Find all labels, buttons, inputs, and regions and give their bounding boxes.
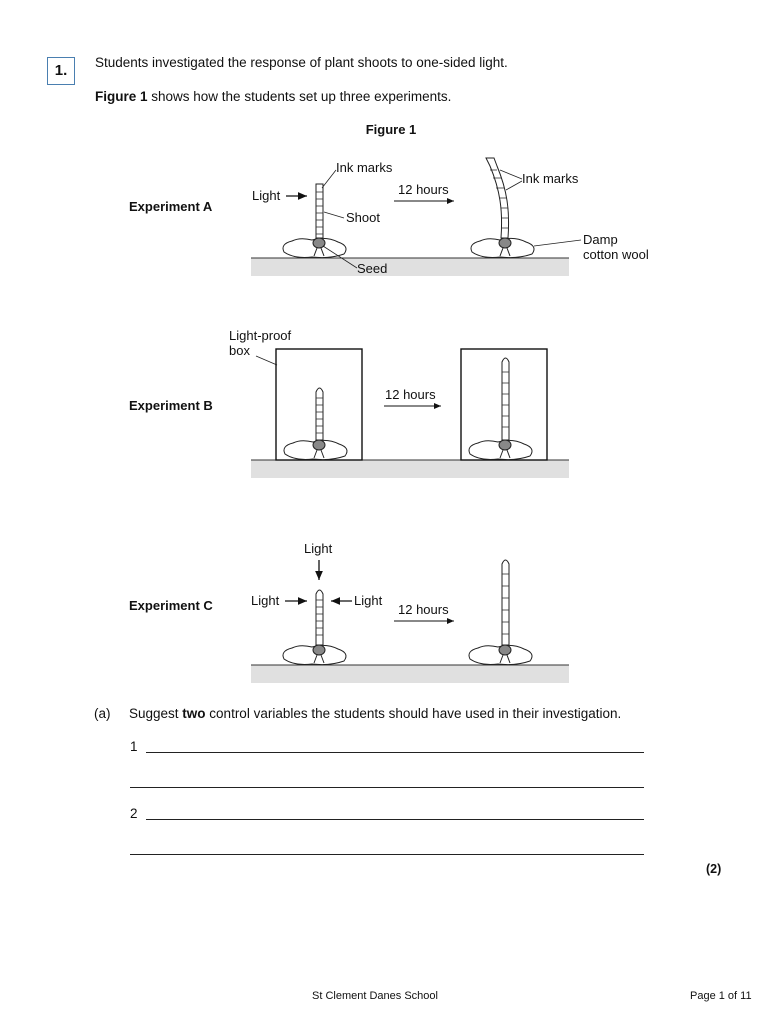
light-left-label: Light bbox=[251, 593, 280, 608]
light-proof-box-after bbox=[460, 348, 548, 461]
hours-label-a: 12 hours bbox=[398, 182, 449, 197]
bench-a bbox=[251, 258, 569, 276]
figure-title: Figure 1 bbox=[366, 122, 417, 137]
experiment-a: Experiment A Light Ink marks Shoot Seed … bbox=[129, 157, 649, 276]
footer-school: St Clement Danes School bbox=[312, 990, 438, 1002]
bench-c bbox=[251, 665, 569, 683]
seedling-a-after bbox=[470, 157, 535, 259]
figure-reference: Figure 1 shows how the students set up t… bbox=[95, 89, 451, 104]
experiment-b: Experiment B Light-proof box 12 hours bbox=[129, 328, 569, 478]
answer-line-2a[interactable] bbox=[146, 819, 644, 820]
damp-label: Damp bbox=[583, 232, 618, 247]
part-a-text-after: control variables the students should ha… bbox=[205, 706, 622, 721]
answer-line-1a[interactable] bbox=[146, 752, 644, 753]
answer-number-2: 2 bbox=[130, 806, 138, 821]
light-proof-box-before bbox=[275, 348, 363, 461]
cotton-wool-label: cotton wool bbox=[583, 247, 649, 262]
part-a-text-before: Suggest bbox=[129, 706, 183, 721]
ink-marks-label-right: Ink marks bbox=[522, 171, 579, 186]
question-number: 1. bbox=[47, 57, 75, 85]
bench-b bbox=[251, 460, 569, 478]
figure-1: Figure 1 Experiment A Light Ink marks Sh… bbox=[129, 122, 649, 683]
figure-reference-bold: Figure 1 bbox=[95, 89, 148, 104]
part-a-text-bold: two bbox=[182, 706, 206, 721]
ink-marks-label-left: Ink marks bbox=[336, 160, 393, 175]
experiment-c-label: Experiment C bbox=[129, 598, 213, 613]
answer-line-1b[interactable] bbox=[130, 787, 644, 788]
seedling-c-after bbox=[468, 559, 533, 666]
seed-label: Seed bbox=[357, 261, 387, 276]
footer-page-number: Page 1 of 11 bbox=[690, 990, 752, 1002]
answer-line-2b[interactable] bbox=[130, 854, 644, 855]
light-right-label: Light bbox=[354, 593, 383, 608]
seedling-c-before bbox=[282, 589, 347, 666]
figure-reference-text: shows how the students set up three expe… bbox=[147, 89, 452, 104]
light-label-a: Light bbox=[252, 188, 281, 203]
seedling-a-before bbox=[282, 183, 347, 259]
experiment-b-label: Experiment B bbox=[129, 398, 213, 413]
part-a-question: Suggest two control variables the studen… bbox=[129, 706, 621, 721]
answer-number-1: 1 bbox=[130, 739, 138, 754]
marks-label: (2) bbox=[706, 862, 722, 876]
question-intro: Students investigated the response of pl… bbox=[95, 55, 508, 70]
hours-label-c: 12 hours bbox=[398, 602, 449, 617]
light-proof-label-line2: box bbox=[229, 343, 250, 358]
light-top-label: Light bbox=[304, 541, 333, 556]
shoot-label: Shoot bbox=[346, 210, 380, 225]
experiment-a-label: Experiment A bbox=[129, 199, 213, 214]
hours-label-b: 12 hours bbox=[385, 387, 436, 402]
seedling-b-after bbox=[468, 357, 533, 461]
part-a-letter: (a) bbox=[94, 706, 111, 721]
light-proof-label-line1: Light-proof bbox=[229, 328, 292, 343]
experiment-c: Experiment C Light Light Light 12 hours bbox=[129, 541, 569, 683]
seedling-b-before bbox=[283, 387, 348, 461]
